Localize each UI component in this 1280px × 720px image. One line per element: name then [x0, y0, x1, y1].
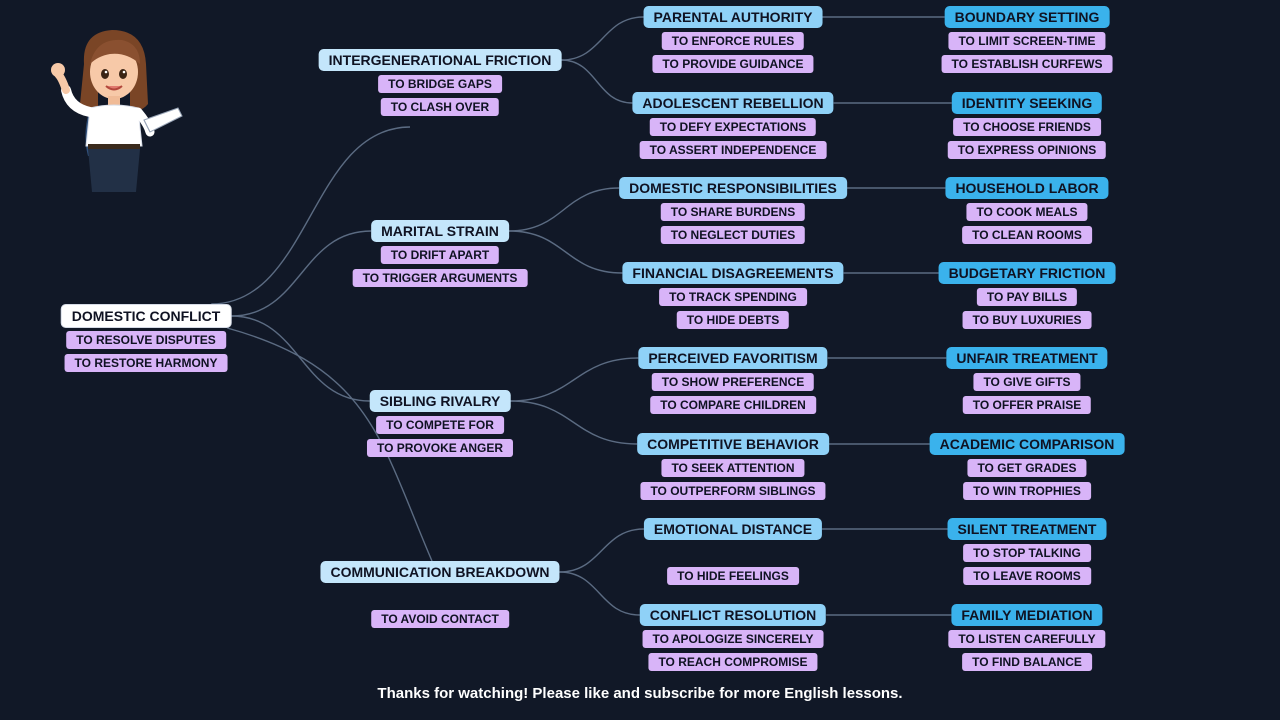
subtopic-boundary-setting-verb: TO LIMIT SCREEN-TIME — [948, 32, 1106, 50]
topic-conflict-resolution: CONFLICT RESOLUTION — [639, 604, 827, 626]
topic-parental-authority-verb: TO ENFORCE RULES — [661, 32, 805, 50]
subtopic-academic-comparison-verb: TO GET GRADES — [967, 459, 1087, 477]
topic-emotional-distance-verb: TO HIDE FEELINGS — [667, 567, 799, 585]
connector-line — [510, 400, 638, 445]
subtopic-household-labor-verb: TO CLEAN ROOMS — [962, 226, 1092, 244]
connector-line — [561, 16, 644, 61]
connector-line — [508, 230, 623, 274]
connector-line — [508, 187, 620, 232]
topic-domestic-responsibilities-verb: TO NEGLECT DUTIES — [660, 226, 806, 244]
footer-message: Thanks for watching! Please like and sub… — [377, 685, 903, 702]
branch-sibling-rivalry-verb: TO PROVOKE ANGER — [366, 439, 514, 457]
topic-financial-disagreements-verb: TO TRACK SPENDING — [659, 288, 807, 306]
subtopic-academic-comparison: ACADEMIC COMPARISON — [929, 433, 1125, 455]
topic-competitive-behavior-verb: TO OUTPERFORM SIBLINGS — [640, 482, 826, 500]
subtopic-boundary-setting-verb: TO ESTABLISH CURFEWS — [941, 55, 1113, 73]
connector-line — [231, 230, 372, 317]
root-node-domestic-conflict: DOMESTIC CONFLICT — [60, 304, 232, 328]
topic-perceived-favoritism-verb: TO SHOW PREFERENCE — [651, 373, 815, 391]
topic-adolescent-rebellion-verb: TO ASSERT INDEPENDENCE — [639, 141, 827, 159]
subtopic-silent-treatment-verb: TO LEAVE ROOMS — [963, 567, 1091, 585]
topic-emotional-distance: EMOTIONAL DISTANCE — [643, 518, 823, 540]
subtopic-identity-seeking-verb: TO EXPRESS OPINIONS — [947, 141, 1107, 159]
subtopic-family-mediation-verb: TO FIND BALANCE — [962, 653, 1092, 671]
subtopic-silent-treatment-verb: TO STOP TALKING — [963, 544, 1091, 562]
branch-intergenerational-friction-verb: TO CLASH OVER — [380, 98, 500, 116]
teacher-avatar — [51, 30, 183, 192]
topic-domestic-responsibilities: DOMESTIC RESPONSIBILITIES — [619, 177, 847, 199]
topic-perceived-favoritism-verb: TO COMPARE CHILDREN — [650, 396, 816, 414]
connector-line — [559, 528, 644, 573]
topic-competitive-behavior: COMPETITIVE BEHAVIOR — [637, 433, 829, 455]
subtopic-silent-treatment: SILENT TREATMENT — [947, 518, 1107, 540]
subtopic-household-labor-verb: TO COOK MEALS — [966, 203, 1088, 221]
topic-adolescent-rebellion-verb: TO DEFY EXPECTATIONS — [649, 118, 817, 136]
subtopic-budgetary-friction: BUDGETARY FRICTION — [938, 262, 1116, 284]
topic-domestic-responsibilities-verb: TO SHARE BURDENS — [660, 203, 806, 221]
connector-line — [231, 315, 370, 402]
subtopic-household-labor: HOUSEHOLD LABOR — [945, 177, 1109, 199]
subtopic-identity-seeking-verb: TO CHOOSE FRIENDS — [953, 118, 1101, 136]
connector-line — [510, 357, 639, 402]
branch-communication-breakdown-verb: TO AVOID CONTACT — [371, 610, 509, 628]
branch-marital-strain: MARITAL STRAIN — [371, 220, 509, 242]
subtopic-identity-seeking: IDENTITY SEEKING — [951, 92, 1103, 114]
subtopic-budgetary-friction-verb: TO PAY BILLS — [976, 288, 1078, 306]
topic-parental-authority-verb: TO PROVIDE GUIDANCE — [652, 55, 814, 73]
connector-line — [211, 126, 411, 305]
branch-sibling-rivalry: SIBLING RIVALRY — [369, 390, 511, 412]
subtopic-unfair-treatment-verb: TO OFFER PRAISE — [962, 396, 1092, 414]
subtopic-boundary-setting: BOUNDARY SETTING — [944, 6, 1110, 28]
branch-intergenerational-friction-verb: TO BRIDGE GAPS — [378, 75, 502, 93]
subtopic-family-mediation: FAMILY MEDIATION — [951, 604, 1103, 626]
subtopic-unfair-treatment-verb: TO GIVE GIFTS — [973, 373, 1081, 391]
subtopic-unfair-treatment: UNFAIR TREATMENT — [946, 347, 1108, 369]
branch-intergenerational-friction: INTERGENERATIONAL FRICTION — [318, 49, 562, 71]
root-verb: TO RESTORE HARMONY — [64, 354, 228, 372]
root-verb: TO RESOLVE DISPUTES — [66, 331, 226, 349]
branch-sibling-rivalry-verb: TO COMPETE FOR — [376, 416, 504, 434]
subtopic-family-mediation-verb: TO LISTEN CAREFULLY — [948, 630, 1106, 648]
topic-conflict-resolution-verb: TO APOLOGIZE SINCERELY — [642, 630, 824, 648]
connector-line — [559, 571, 640, 616]
topic-adolescent-rebellion: ADOLESCENT REBELLION — [632, 92, 834, 114]
connector-line — [561, 59, 633, 104]
topic-conflict-resolution-verb: TO REACH COMPROMISE — [648, 653, 818, 671]
branch-communication-breakdown: COMMUNICATION BREAKDOWN — [320, 561, 560, 583]
topic-competitive-behavior-verb: TO SEEK ATTENTION — [661, 459, 805, 477]
topic-perceived-favoritism: PERCEIVED FAVORITISM — [638, 347, 828, 369]
subtopic-academic-comparison-verb: TO WIN TROPHIES — [963, 482, 1091, 500]
connector-line — [227, 327, 433, 562]
topic-parental-authority: PARENTAL AUTHORITY — [643, 6, 823, 28]
subtopic-budgetary-friction-verb: TO BUY LUXURIES — [962, 311, 1092, 329]
branch-marital-strain-verb: TO DRIFT APART — [380, 246, 500, 264]
topic-financial-disagreements-verb: TO HIDE DEBTS — [676, 311, 790, 329]
branch-marital-strain-verb: TO TRIGGER ARGUMENTS — [352, 269, 528, 287]
topic-financial-disagreements: FINANCIAL DISAGREEMENTS — [622, 262, 844, 284]
